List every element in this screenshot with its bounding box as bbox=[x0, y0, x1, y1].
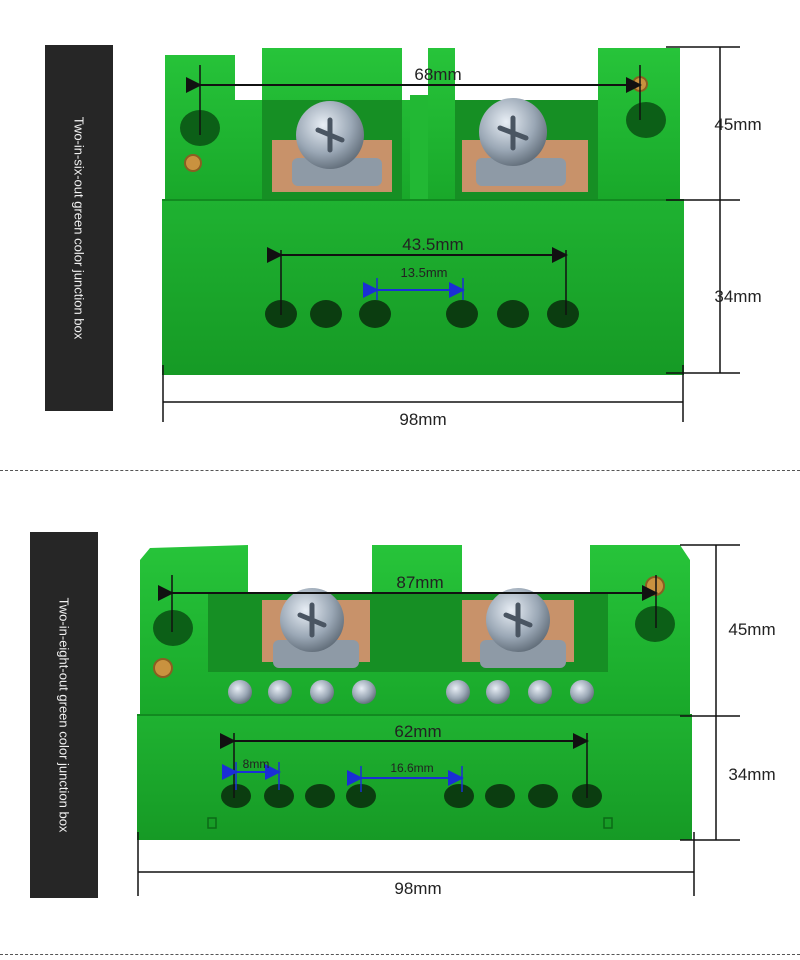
dim-width: 98mm bbox=[399, 410, 446, 429]
junction-box-1 bbox=[162, 48, 684, 375]
wire-holes bbox=[265, 300, 579, 328]
dim-lower-height: 34mm bbox=[714, 287, 761, 306]
screw bbox=[476, 98, 566, 186]
dim-hole-pitch: 13.5mm bbox=[401, 265, 448, 280]
dim-mount-span: 68mm bbox=[414, 65, 461, 84]
dim-upper-height: 45mm bbox=[714, 115, 761, 134]
dim-hole-span: 43.5mm bbox=[402, 235, 463, 254]
mount-hole bbox=[153, 610, 193, 646]
dim-hole-span: 62mm bbox=[394, 722, 441, 741]
dim-upper-height: 45mm bbox=[728, 620, 775, 639]
screw bbox=[292, 101, 382, 186]
dim-lower-height: 34mm bbox=[728, 765, 775, 784]
caption-panel-2: Two-in-eight-out green color junction bo… bbox=[30, 532, 98, 898]
dashed-divider-1 bbox=[0, 470, 800, 471]
dim-hole-gap: 16.6mm bbox=[390, 761, 433, 775]
mount-hole bbox=[626, 102, 666, 138]
small-screws bbox=[228, 680, 594, 704]
dim-mount-span: 87mm bbox=[396, 573, 443, 592]
screw bbox=[273, 588, 359, 668]
dim-hole-pitch: 8mm bbox=[243, 757, 270, 771]
mount-hole bbox=[635, 606, 675, 642]
dimensions-2: 87mm 62mm 8mm 16.6mm 98mm 45mm 34mm bbox=[137, 544, 776, 898]
brass-insert bbox=[153, 658, 173, 678]
caption-panel-1: Two-in-six-out green color junction box bbox=[45, 45, 113, 411]
dimensions-1: 68mm 43.5mm 13.5mm 98mm 45mm 34mm bbox=[162, 46, 762, 429]
dashed-divider-2 bbox=[0, 954, 800, 955]
screw bbox=[480, 588, 566, 668]
brass-insert bbox=[184, 154, 202, 172]
wire-holes bbox=[221, 784, 602, 808]
dim-width: 98mm bbox=[394, 879, 441, 898]
